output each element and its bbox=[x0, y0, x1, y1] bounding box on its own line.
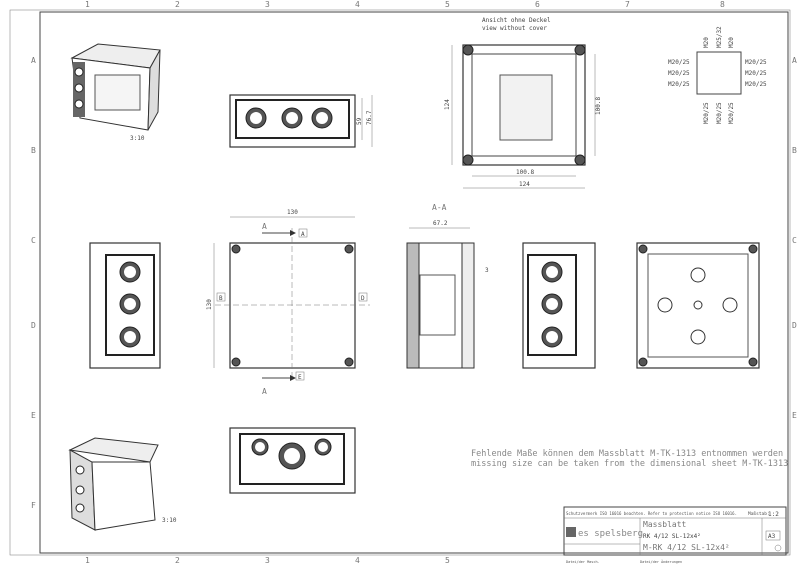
product-name: RK 4/12 SL-12x4² bbox=[643, 533, 701, 540]
col-label: 1 bbox=[85, 0, 90, 9]
label: 100.8 bbox=[516, 169, 534, 176]
label: 130 bbox=[287, 209, 298, 216]
scale-label: 3:10 bbox=[162, 517, 177, 524]
spelsberg-logo: es spelsberg bbox=[578, 529, 643, 539]
label: Datei/der Änderungen bbox=[640, 559, 682, 564]
col-label: 3 bbox=[265, 0, 270, 9]
col-label: 7 bbox=[625, 0, 630, 9]
label: 3 bbox=[485, 267, 489, 274]
label: B bbox=[792, 146, 797, 155]
col-label: 4 bbox=[355, 0, 360, 9]
label: M20/25 bbox=[668, 81, 690, 88]
label: E bbox=[792, 411, 797, 420]
label: A bbox=[262, 222, 267, 231]
label: E bbox=[298, 374, 302, 381]
label: M20/25 bbox=[745, 70, 767, 77]
col-label: 3 bbox=[265, 556, 270, 565]
isometric-view-top: 3:10 bbox=[70, 43, 161, 142]
front-view: 59 76.7 bbox=[229, 94, 373, 148]
label: 100.8 bbox=[595, 97, 602, 115]
col-label: 2 bbox=[175, 556, 180, 565]
label: D bbox=[361, 295, 365, 302]
label: M20/25 bbox=[668, 59, 690, 66]
label: A bbox=[31, 56, 36, 65]
caption-en: view without cover bbox=[482, 25, 547, 32]
bottom-view bbox=[229, 427, 356, 494]
isometric-view-bottom: 3:10 bbox=[68, 437, 177, 531]
label: 67.2 bbox=[433, 220, 448, 227]
col-label: 5 bbox=[445, 556, 450, 565]
label: Massblatt bbox=[643, 520, 687, 529]
col-label: 8 bbox=[720, 0, 725, 9]
label: A bbox=[792, 56, 797, 65]
col-label: 2 bbox=[175, 0, 180, 9]
label: M20/25 bbox=[745, 81, 767, 88]
label: C bbox=[792, 236, 797, 245]
label: C bbox=[31, 236, 36, 245]
label: M20/25 bbox=[703, 102, 710, 124]
scale-value: 1:2 bbox=[768, 511, 779, 518]
caption-de: Ansicht ohne Deckel bbox=[482, 17, 551, 24]
label: M20/25 bbox=[745, 59, 767, 66]
label: M20/25 bbox=[668, 70, 690, 77]
col-label: 5 bbox=[445, 0, 450, 9]
label: F bbox=[31, 501, 36, 510]
label: Maßstab: bbox=[748, 511, 770, 517]
label: 59 bbox=[356, 117, 363, 125]
label: 76.7 bbox=[366, 110, 373, 125]
col-label: 1 bbox=[85, 556, 90, 565]
section-view-a-a: A-A 67.2 3 bbox=[406, 203, 489, 369]
note-english: missing size can be taken from the dimen… bbox=[471, 459, 788, 469]
label: 124 bbox=[519, 181, 530, 188]
label: A bbox=[301, 231, 305, 238]
grid-row-labels: A B C D E F A B C D E bbox=[31, 56, 797, 510]
label: E bbox=[31, 411, 36, 420]
label: 130 bbox=[206, 299, 213, 310]
note-german: Fehlende Maße können dem Massblatt M-TK-… bbox=[471, 449, 783, 459]
label: M25/32 bbox=[716, 26, 723, 48]
label: M20 bbox=[728, 37, 735, 48]
label: M20/25 bbox=[716, 102, 723, 124]
protection-note: Schutzvermerk ISO 16016 beachten. Refer … bbox=[566, 511, 737, 516]
back-view bbox=[636, 242, 760, 369]
label: M20/25 bbox=[728, 102, 735, 124]
col-label: 4 bbox=[355, 556, 360, 565]
scale-label: 3:10 bbox=[130, 135, 145, 142]
top-view-without-cover: Ansicht ohne Deckel view without cover 1… bbox=[444, 17, 602, 189]
cable-entry-diagram: M20 M25/32 M20 M20/25 M20/25 M20/25 M20/… bbox=[668, 26, 767, 124]
label: B bbox=[219, 295, 223, 302]
label: M20 bbox=[703, 37, 710, 48]
title-block: Schutzvermerk ISO 16016 beachten. Refer … bbox=[563, 506, 787, 564]
plan-view-cover: 130 130 A A A B D E bbox=[206, 209, 370, 396]
outer-frame bbox=[9, 9, 791, 556]
label: D bbox=[792, 321, 797, 330]
label: A-A bbox=[432, 203, 447, 212]
label: B bbox=[31, 146, 36, 155]
right-side-view bbox=[522, 242, 596, 369]
label: A3 bbox=[768, 533, 776, 540]
left-side-view bbox=[89, 242, 161, 369]
drawing-border bbox=[39, 11, 789, 554]
label: A bbox=[262, 387, 267, 396]
label: D bbox=[31, 321, 36, 330]
label: 124 bbox=[444, 99, 451, 110]
drawing-number: M-RK 4/12 SL-12x4² bbox=[643, 543, 730, 552]
label: Datei/der Masch. bbox=[566, 560, 600, 564]
grid-column-labels: 1 2 3 4 5 6 7 8 1 2 3 4 5 bbox=[85, 0, 725, 565]
col-label: 6 bbox=[535, 0, 540, 9]
